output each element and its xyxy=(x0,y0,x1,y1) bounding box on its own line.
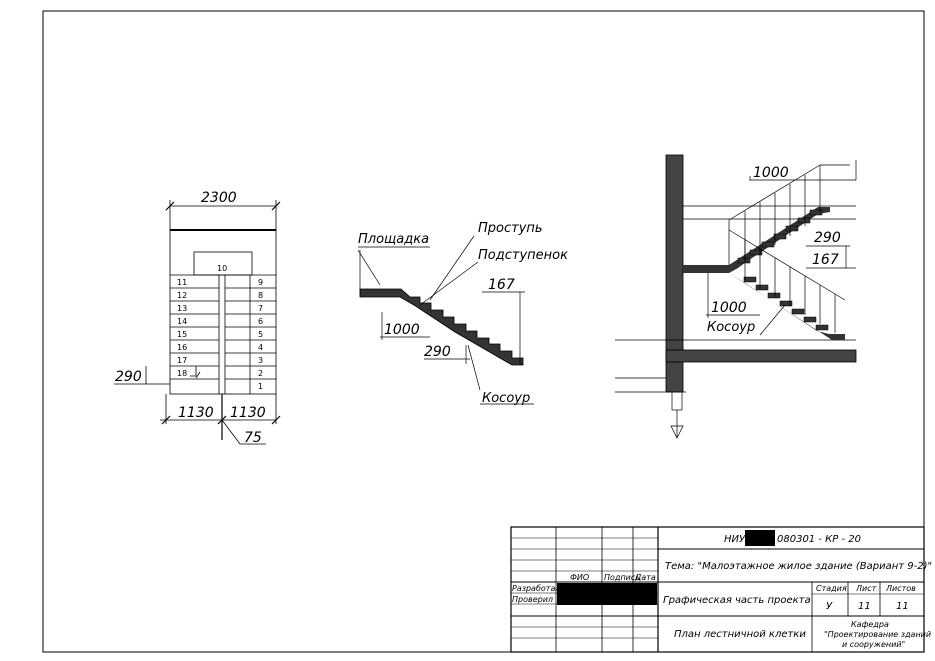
tb-col-stage: Стадия xyxy=(816,584,847,593)
tb-col-date: Дата xyxy=(634,573,656,582)
tb-dept-line3: и сооружений" xyxy=(842,640,905,649)
step-number: 9 xyxy=(258,278,263,287)
detail-label-landing: Площадка xyxy=(358,232,429,247)
tb-row-checked: Проверил xyxy=(512,595,553,604)
tb-drawing-title: План лестничной клетки xyxy=(674,629,806,640)
step-number-landing: 10 xyxy=(217,264,227,273)
stair-plan xyxy=(114,200,281,445)
detail-dim-landing: 1000 xyxy=(384,322,420,338)
section-dim-landing: 1000 xyxy=(711,300,747,316)
detail-dim-height: 167 xyxy=(488,277,515,293)
plan-step-numbers-left: 11 12 13 14 15 16 17 18 xyxy=(177,278,187,378)
tb-col-sheet: Лист xyxy=(855,584,877,593)
tb-row-developed: Разработал xyxy=(512,584,560,593)
step-number: 3 xyxy=(258,356,263,365)
tb-col-sheets: Листов xyxy=(885,584,916,593)
step-number: 2 xyxy=(258,369,263,378)
detail-dim-tread: 290 xyxy=(424,344,451,360)
step-number: 17 xyxy=(177,356,187,365)
step-number: 6 xyxy=(258,317,263,326)
redacted-names-block xyxy=(557,583,657,605)
tb-dept-line2: "Проектирование зданий xyxy=(824,630,931,639)
section-dim-tread: 290 xyxy=(814,230,841,246)
step-number: 12 xyxy=(177,291,187,300)
redacted-code-block xyxy=(745,530,775,546)
tb-sheet: 11 xyxy=(858,601,871,612)
tb-section-title: Графическая часть проекта xyxy=(663,595,811,606)
tb-dept-line1: Кафедра xyxy=(851,620,889,629)
step-number: 8 xyxy=(258,291,263,300)
step-number: 4 xyxy=(258,343,263,352)
plan-step-numbers-right: 9 8 7 6 5 4 3 2 1 xyxy=(258,278,263,391)
detail-label-tread: Проступь xyxy=(478,221,543,236)
tb-stage: У xyxy=(826,601,833,612)
step-number: 14 xyxy=(177,317,187,326)
step-number: 16 xyxy=(177,343,187,352)
section-dim-height: 167 xyxy=(812,252,839,268)
section-label-stringer: Косоур xyxy=(707,320,755,335)
step-number: 5 xyxy=(258,330,263,339)
tb-sheets: 11 xyxy=(896,601,909,612)
step-number: 11 xyxy=(177,278,187,287)
plan-dim-total: 2300 xyxy=(201,190,237,206)
detail-label-riser: Подступенок xyxy=(478,248,568,263)
plan-dim-tread: 290 xyxy=(115,369,142,385)
section-landing xyxy=(683,265,729,273)
stair-detail xyxy=(357,235,534,405)
section-dim-top: 1000 xyxy=(753,165,789,181)
sheet-frame xyxy=(42,10,925,653)
step-number: 18 xyxy=(177,369,187,378)
step-number: 1 xyxy=(258,382,263,391)
stair-section xyxy=(615,154,857,439)
tb-code-prefix: НИУ xyxy=(724,534,746,545)
section-floor-slab xyxy=(665,349,857,363)
tb-topic: Тема: "Малоэтажное жилое здание (Вариант… xyxy=(665,561,932,572)
detail-label-stringer: Косоур xyxy=(482,391,530,406)
plan-dim-left: 1130 xyxy=(178,405,214,421)
tb-col-name: ФИО xyxy=(570,573,589,582)
step-number: 13 xyxy=(177,304,187,313)
title-block xyxy=(510,526,925,653)
tb-code-suffix: 080301 - КР - 20 xyxy=(777,534,861,545)
plan-dim-gap: 75 xyxy=(244,430,262,446)
step-number: 15 xyxy=(177,330,187,339)
plan-dim-right: 1130 xyxy=(230,405,266,421)
tb-col-sign: Подпись xyxy=(604,573,640,582)
step-number: 7 xyxy=(258,304,263,313)
